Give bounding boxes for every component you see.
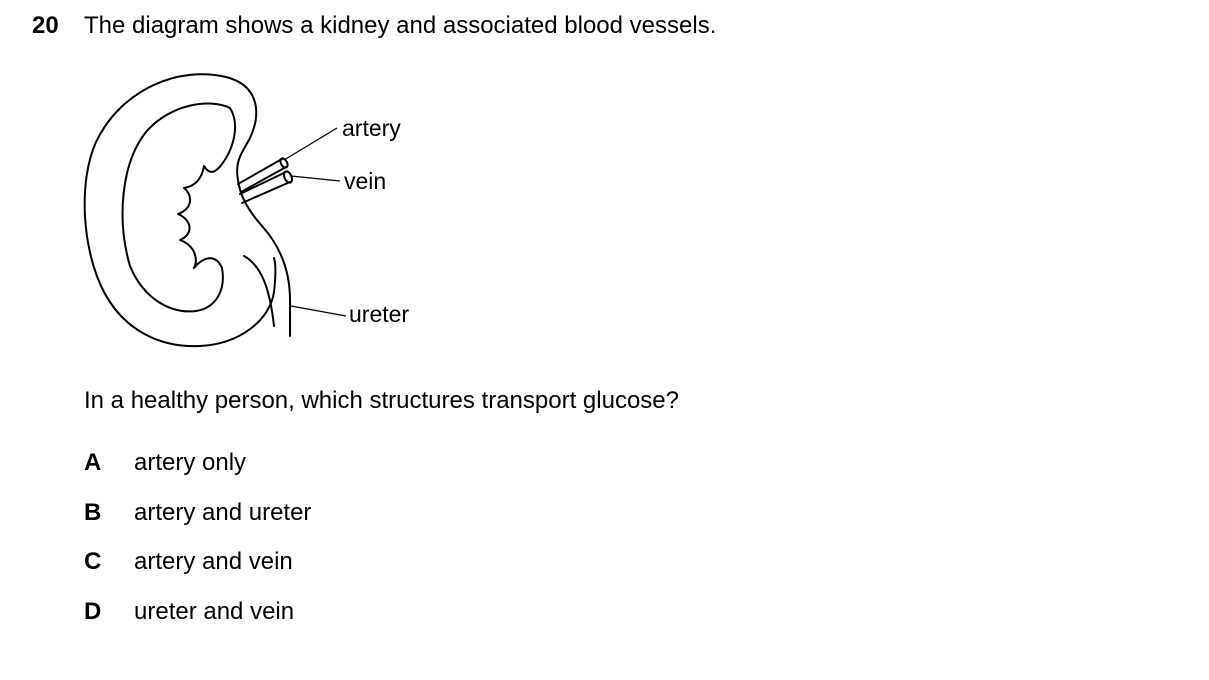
artery-label: artery <box>342 115 401 141</box>
kidney-outer-outline <box>83 73 277 348</box>
option-text: artery only <box>134 449 247 476</box>
option-letter: D <box>84 598 102 625</box>
artery-vessel <box>237 158 287 193</box>
vein-end <box>282 170 294 184</box>
vein-vessel <box>239 171 291 204</box>
option-letter: A <box>84 449 102 476</box>
ureter-wall <box>243 255 275 327</box>
option-letter: B <box>84 499 102 526</box>
vein-leader-line <box>290 175 341 182</box>
question-number: 20 <box>32 12 59 39</box>
ureter-label: ureter <box>349 301 409 327</box>
option-text: ureter and vein <box>134 598 295 625</box>
renal-pelvis <box>177 107 237 269</box>
kidney-diagram: artery vein ureter <box>83 73 409 348</box>
vein-label: vein <box>344 168 386 194</box>
artery-leader-line <box>283 127 338 161</box>
option-text: artery and vein <box>134 548 293 575</box>
option-text: artery and ureter <box>134 499 312 526</box>
ureter-leader-line <box>290 305 347 317</box>
kidney-inner-outline <box>121 102 231 313</box>
question-prompt: In a healthy person, which structures tr… <box>84 387 679 414</box>
option-letter: C <box>84 548 102 575</box>
artery-end <box>279 157 289 169</box>
question-stem: The diagram shows a kidney and associate… <box>84 12 717 39</box>
hilum-edge <box>237 179 291 337</box>
